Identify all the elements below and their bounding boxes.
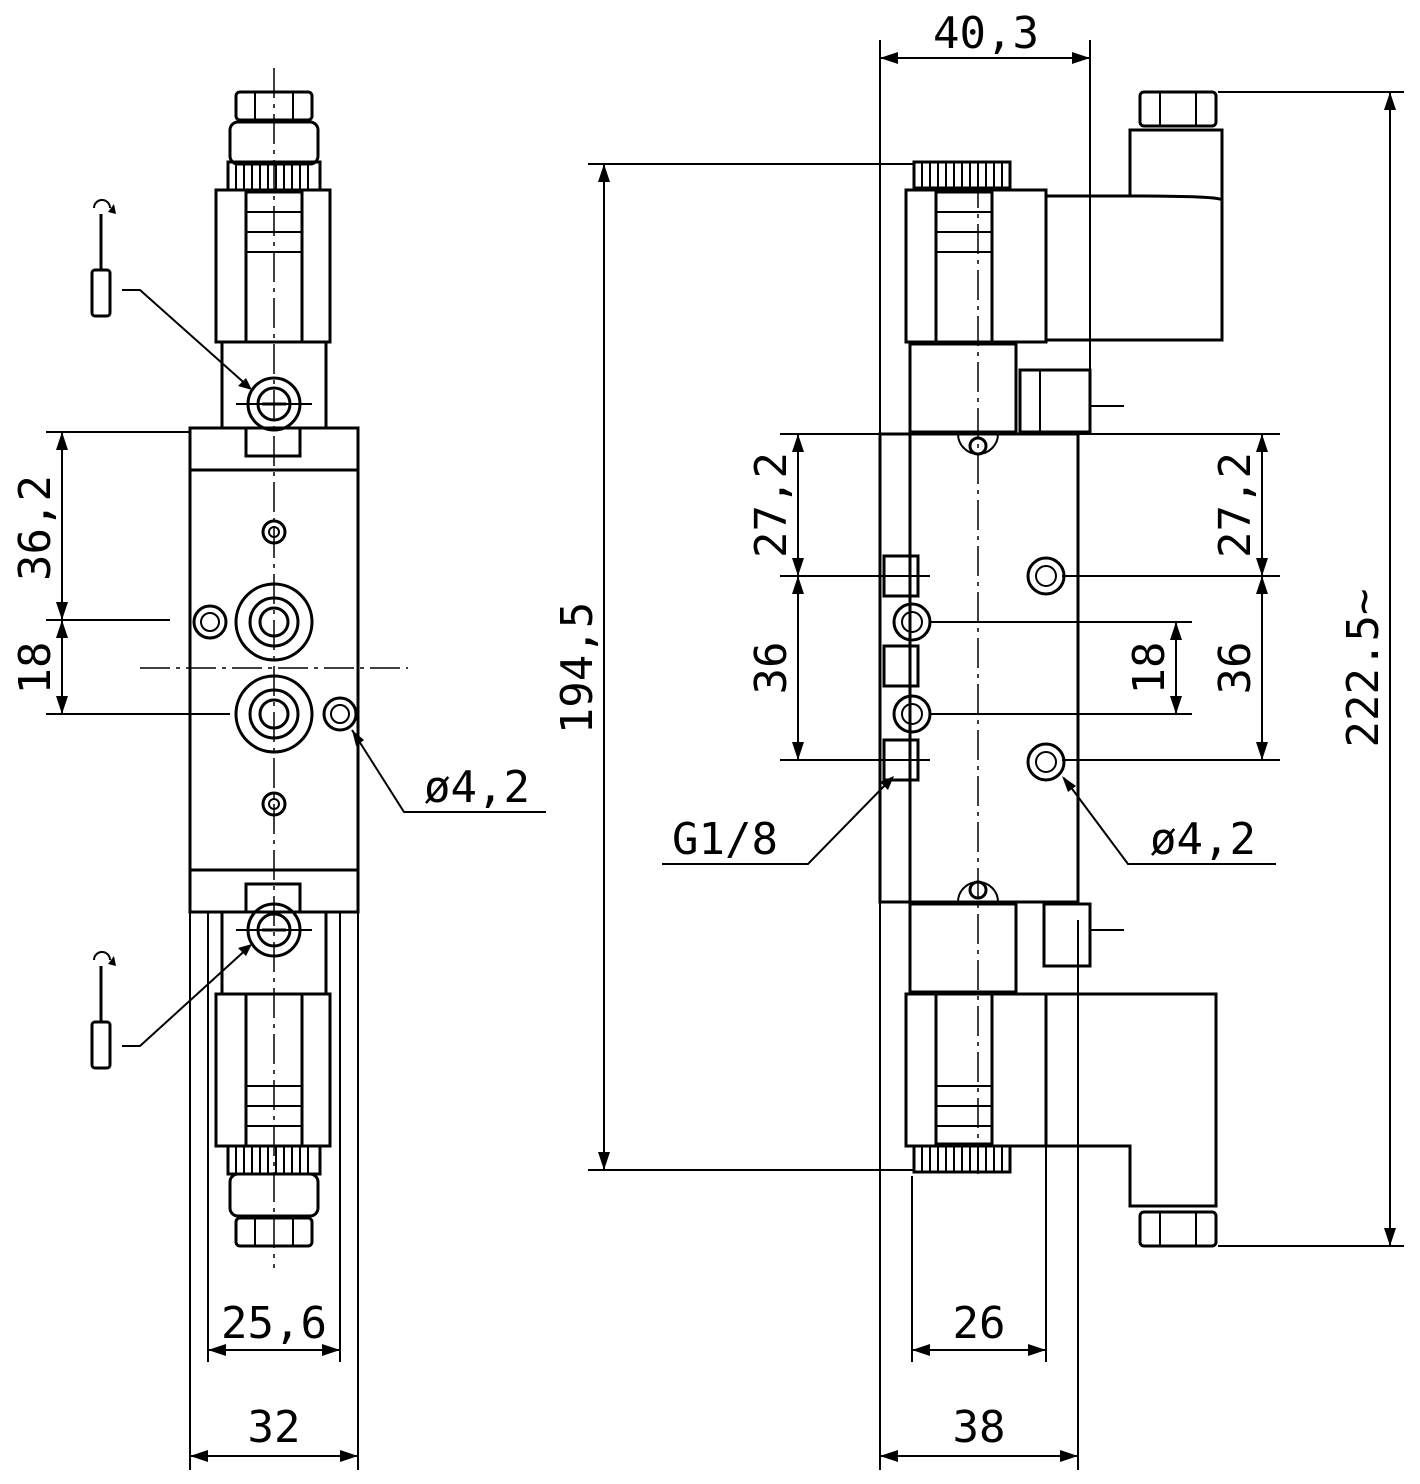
- dim-right-36-label: 36: [1210, 642, 1261, 695]
- lower-port: [234, 674, 314, 754]
- bottom-cap: [228, 1172, 320, 1218]
- dim-194-5-label: 194,5: [552, 602, 603, 734]
- front-view: 36,2 18 ø4,2 25,6 32: [10, 68, 546, 1470]
- dim-38-label: 38: [953, 1402, 1006, 1453]
- fitting-2: [882, 644, 920, 688]
- dim-left-36-label: 36: [746, 642, 797, 695]
- dim-25-6-label: 25,6: [221, 1298, 327, 1349]
- side-lower-armature: [934, 992, 994, 1146]
- dim-222-5-label: 222.5~: [1338, 589, 1389, 748]
- dim-left-27-2-label: 27,2: [746, 452, 797, 558]
- dim-36-2-label: 36,2: [10, 475, 61, 581]
- side-lower-connector: [1044, 992, 1218, 1208]
- side-upper-connector: [1044, 128, 1224, 342]
- side-mount-hole-upper: [1026, 556, 1066, 596]
- lower-coil: [214, 992, 332, 1148]
- upper-screw: [261, 519, 287, 545]
- side-view: 40,3: [552, 8, 1404, 1470]
- side-valve-body: [878, 432, 1080, 904]
- side-hole-diameter-label: ø4,2: [1150, 814, 1256, 865]
- screwdriver-icon: [90, 199, 116, 318]
- port-thread-label: G1/8: [672, 814, 778, 865]
- side-mount-hole-lower: [1026, 742, 1066, 782]
- dim-40-3-label: 40,3: [933, 8, 1039, 59]
- screwdriver-icon: [90, 951, 116, 1070]
- side-upper-lock: [1018, 368, 1092, 434]
- lower-connector-nut: [1138, 1210, 1218, 1248]
- top-cap: [228, 120, 320, 166]
- upper-port: [234, 582, 314, 662]
- side-lower-adapter: [908, 902, 1018, 994]
- bottom-hex-nut: [234, 1216, 314, 1248]
- dim-18-label: 18: [10, 642, 61, 695]
- side-upper-adapter: [908, 342, 1018, 434]
- front-hole-diameter-label: ø4,2: [424, 762, 530, 813]
- mounting-hole-right: [322, 696, 358, 732]
- dim-26-label: 26: [953, 1298, 1006, 1349]
- lower-screw: [261, 791, 287, 817]
- side-lower-coil: [904, 992, 1048, 1148]
- dim-32-label: 32: [248, 1402, 301, 1453]
- side-upper-armature: [934, 190, 994, 344]
- port-circle-upper: [892, 602, 932, 642]
- side-lower-lock: [1042, 902, 1092, 968]
- port-circle-lower: [892, 694, 932, 734]
- mounting-hole-left: [192, 604, 228, 640]
- upper-connector-nut: [1138, 90, 1218, 128]
- top-hex-nut: [234, 90, 314, 122]
- dim-right-27-2-label: 27,2: [1210, 452, 1261, 558]
- dim-right-18-label: 18: [1124, 642, 1175, 695]
